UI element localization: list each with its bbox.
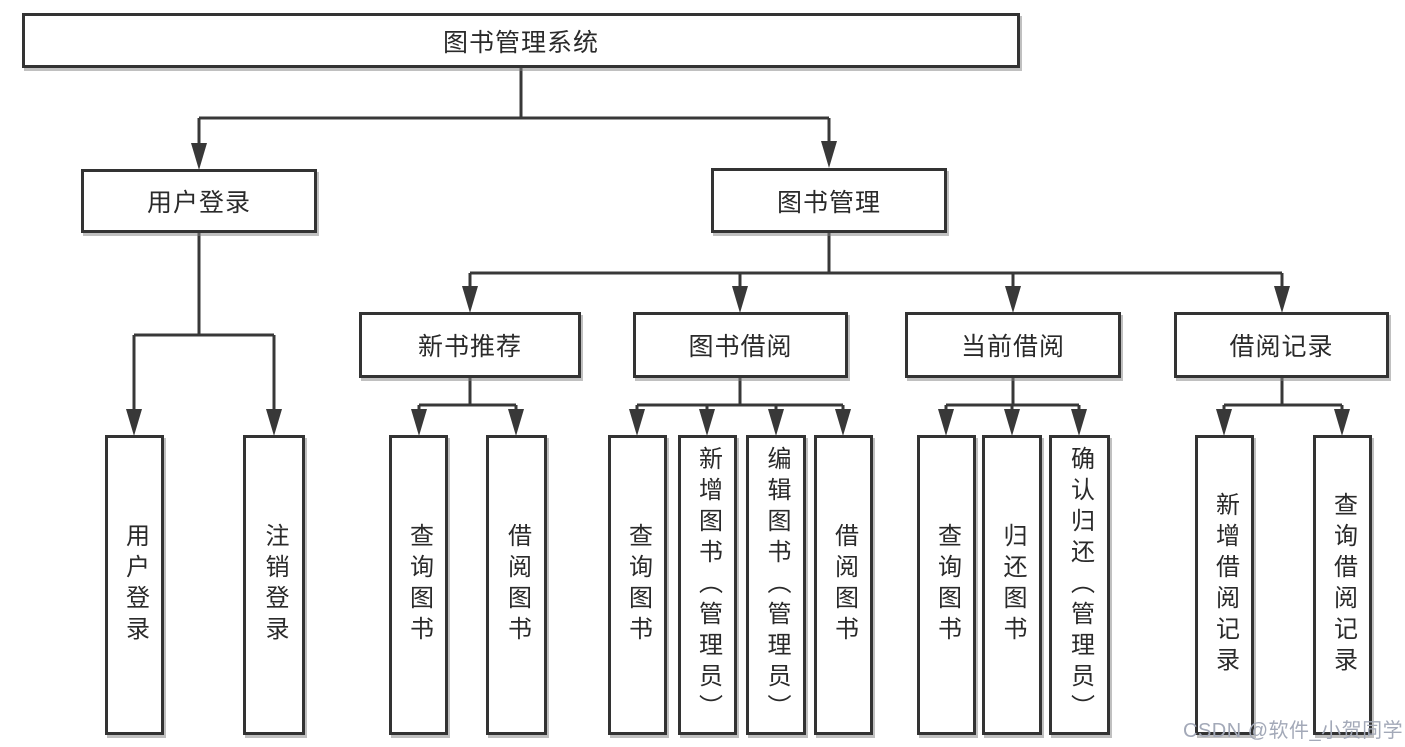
node-user-login-label: 用户登录 (146, 189, 251, 217)
node-book-management: 图书管理 (711, 168, 947, 233)
leaf-user-login-label: 用户登录 (121, 523, 149, 647)
node-book-borrow-label: 图书借阅 (688, 333, 793, 361)
csdn-watermark: CSDN @软件_小贺同学 (1183, 720, 1404, 742)
node-user-login: 用户登录 (81, 169, 317, 233)
leaf-current-query: 查询图书 (917, 435, 976, 735)
leaf-records-query-label: 查询借阅记录 (1329, 492, 1357, 678)
leaf-current-confirm: 确认归还（管理员） (1049, 435, 1110, 735)
node-new-book-recommend-label: 新书推荐 (417, 333, 522, 361)
leaf-user-login: 用户登录 (105, 435, 164, 735)
node-current-borrow: 当前借阅 (905, 312, 1121, 378)
node-book-borrow: 图书借阅 (633, 312, 848, 378)
leaf-borrow-add-label: 新增图书（管理员） (694, 445, 722, 725)
leaf-records-add-label: 新增借阅记录 (1211, 492, 1239, 678)
node-book-management-label: 图书管理 (776, 188, 881, 217)
leaf-newbook-query: 查询图书 (389, 435, 448, 735)
leaf-records-query: 查询借阅记录 (1313, 435, 1372, 735)
leaf-borrow-add: 新增图书（管理员） (678, 435, 737, 735)
node-borrow-records: 借阅记录 (1174, 312, 1389, 378)
leaf-current-confirm-label: 确认归还（管理员） (1066, 445, 1094, 725)
node-root: 图书管理系统 (22, 13, 1020, 68)
leaf-borrow-query-label: 查询图书 (624, 523, 652, 647)
leaf-newbook-borrow: 借阅图书 (486, 435, 547, 735)
node-current-borrow-label: 当前借阅 (960, 333, 1065, 361)
node-new-book-recommend: 新书推荐 (359, 312, 581, 378)
leaf-logout-label: 注销登录 (261, 523, 288, 647)
leaf-borrow-edit: 编辑图书（管理员） (746, 435, 806, 735)
leaf-current-return: 归还图书 (982, 435, 1042, 735)
leaf-records-add: 新增借阅记录 (1195, 435, 1254, 735)
leaf-borrow-borrow: 借阅图书 (814, 435, 873, 735)
leaf-newbook-query-label: 查询图书 (405, 523, 433, 647)
leaf-borrow-borrow-label: 借阅图书 (830, 523, 858, 647)
leaf-current-return-label: 归还图书 (999, 523, 1026, 647)
leaf-logout: 注销登录 (243, 435, 305, 735)
leaf-current-query-label: 查询图书 (933, 523, 961, 647)
leaf-newbook-borrow-label: 借阅图书 (503, 523, 531, 647)
leaf-borrow-edit-label: 编辑图书（管理员） (763, 445, 790, 725)
node-borrow-records-label: 借阅记录 (1229, 333, 1334, 361)
node-root-label: 图书管理系统 (442, 28, 599, 57)
leaf-borrow-query: 查询图书 (608, 435, 667, 735)
